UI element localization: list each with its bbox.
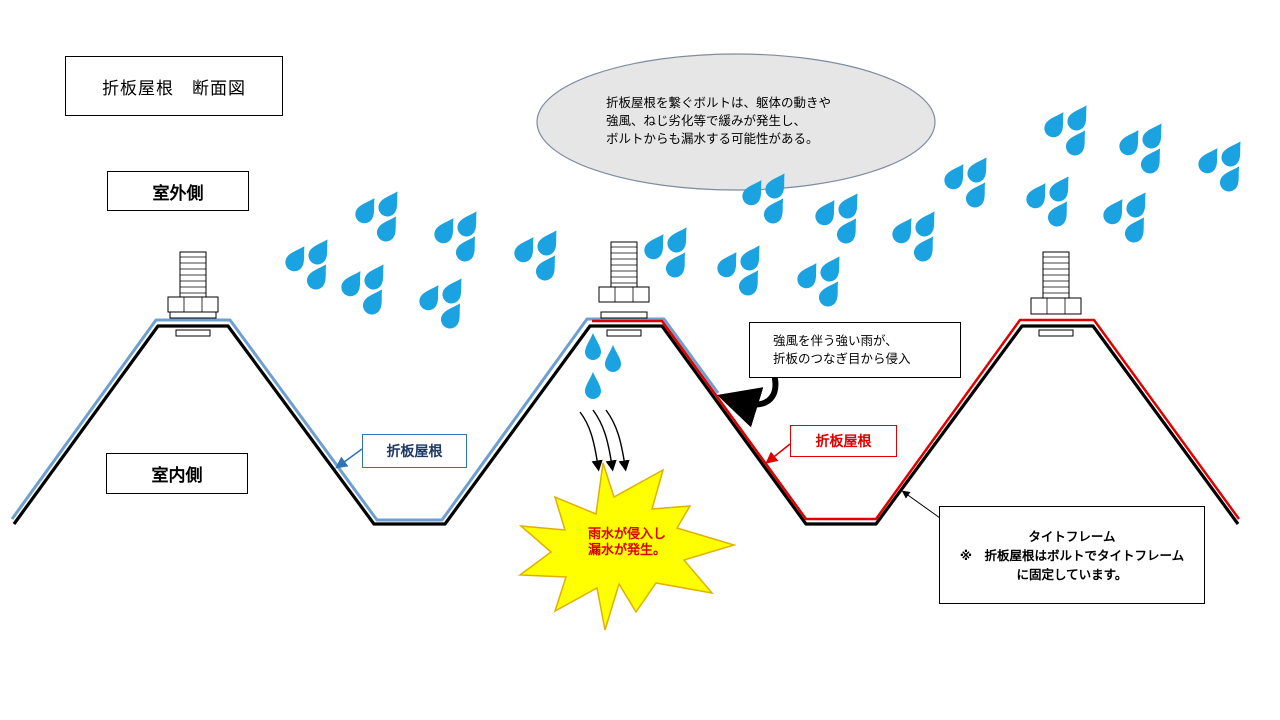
roof-label-red: 折板屋根 — [790, 425, 897, 457]
callout-line: 折板のつなぎ目から侵入 — [773, 351, 911, 366]
outside-label: 室外側 — [107, 171, 249, 211]
label-arrow-frame — [901, 490, 941, 519]
bubble-line: 強風、ねじ劣化等で緩みが発生し、 — [606, 113, 807, 128]
bolt-icon — [598, 241, 650, 337]
curved-arrow-icon — [717, 376, 779, 428]
callout-line: 強風を伴う強い雨が、 — [773, 333, 898, 348]
frame-callout-line: に固定しています。 — [1016, 566, 1128, 582]
inside-label: 室内側 — [106, 453, 248, 494]
diagram-title-text: 折板屋根 断面図 — [102, 78, 246, 99]
roof-label-blue-text: 折板屋根 — [386, 444, 443, 460]
folded-roof-blue — [10, 317, 720, 522]
label-arrow-blue — [335, 448, 363, 469]
burst-line: 雨水が侵入し — [587, 527, 666, 542]
bubble-line: ボルトからも漏水する可能性がある。 — [606, 131, 819, 146]
wind-rain-callout: 強風を伴う強い雨が、 折板のつなぎ目から侵入 — [749, 322, 961, 378]
diagram-title: 折板屋根 断面図 — [65, 56, 283, 116]
tight-frame-line — [12, 324, 1240, 526]
roof-label-blue: 折板屋根 — [362, 434, 467, 468]
bubble-line: 折板屋根を繋ぐボルトは、躯体の動きや — [606, 95, 832, 110]
label-arrow-red — [765, 443, 791, 464]
tight-frame-callout: タイトフレーム ※ 折板屋根はボルトでタイトフレーム に固定しています。 — [939, 506, 1205, 604]
speech-bubble-text: 折板屋根を繋ぐボルトは、躯体の動きや 強風、ねじ劣化等で緩みが発生し、 ボルトか… — [606, 94, 916, 148]
frame-callout-line: ※ 折板屋根はボルトでタイトフレーム — [959, 547, 1185, 563]
roof-label-red-text: 折板屋根 — [815, 434, 872, 450]
outside-label-text: 室外側 — [152, 183, 204, 204]
bolt-icon — [1030, 251, 1082, 337]
folded-roof-red — [592, 318, 1241, 521]
bolt-icon — [167, 251, 219, 337]
frame-callout-line: タイトフレーム — [1028, 528, 1116, 544]
burst-line: 漏水が発生。 — [587, 543, 666, 558]
speech-bubble — [536, 53, 936, 191]
water-flow-arrows — [579, 409, 630, 472]
explosion-burst-icon — [517, 462, 737, 631]
inside-label-text: 室内側 — [151, 466, 203, 486]
raindrop-icon — [585, 333, 621, 399]
leak-burst-text: 雨水が侵入し 漏水が発生。 — [572, 527, 682, 559]
